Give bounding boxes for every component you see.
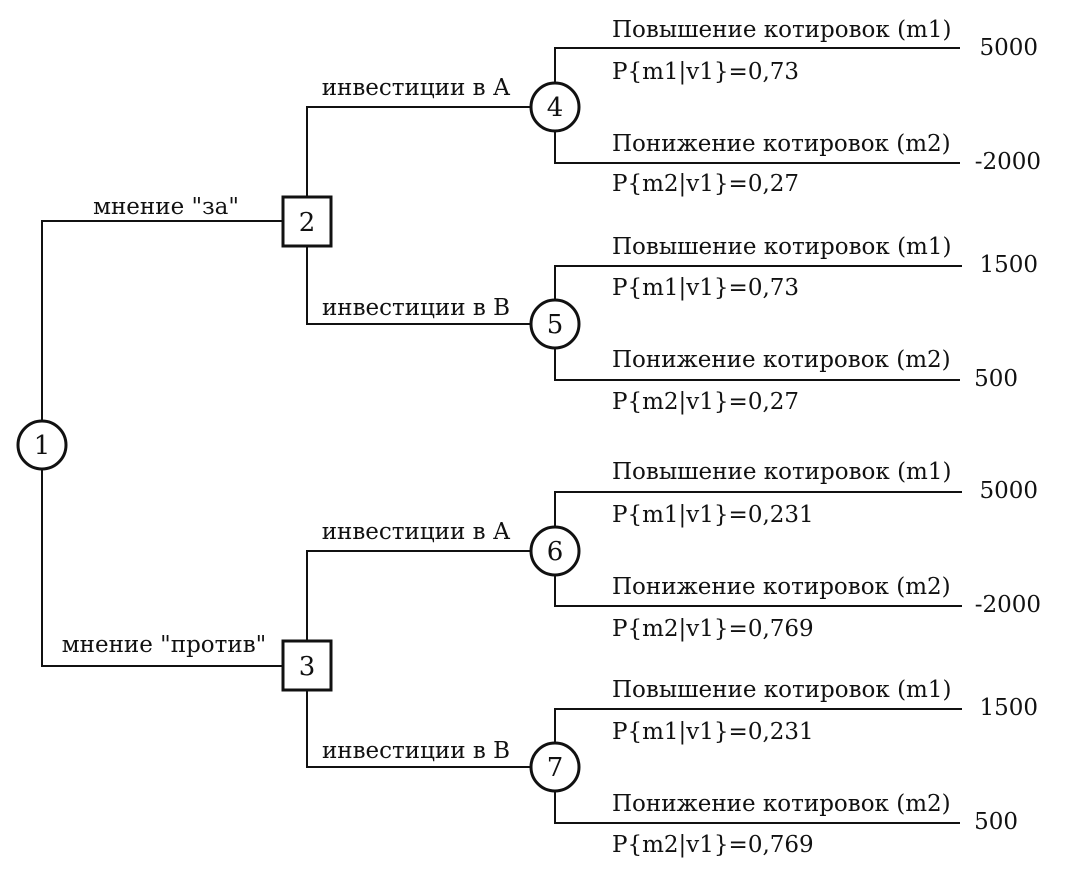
chance-node-7-label: 7 bbox=[547, 753, 564, 783]
outcome-up-label: Повышение котировок (m1) bbox=[612, 17, 951, 43]
edge-node-2-to-node-5 bbox=[306, 246, 532, 325]
outcome-down-probability: P{m2|v1}=0,769 bbox=[612, 616, 814, 642]
chance-node-1-label: 1 bbox=[34, 431, 51, 461]
edge-node-3-to-node-7 bbox=[306, 690, 532, 768]
outcome-up-value: 5000 bbox=[979, 478, 1038, 504]
outcome-up-probability: P{m1|v1}=0,73 bbox=[612, 275, 799, 301]
outcome-up-value: 1500 bbox=[979, 695, 1038, 721]
edge-node-5-down bbox=[554, 348, 960, 381]
outcome-down-probability: P{m2|v1}=0,27 bbox=[612, 171, 799, 197]
edge-root-to-node-3 bbox=[41, 469, 283, 667]
outcome-down-probability: P{m2|v1}=0,769 bbox=[612, 832, 814, 858]
outcome-down-probability: P{m2|v1}=0,27 bbox=[612, 389, 799, 415]
outcome-up-label: Повышение котировок (m1) bbox=[612, 677, 951, 703]
edge-node-2-to-node-4 bbox=[306, 106, 532, 197]
chance-node-4-label: 4 bbox=[547, 93, 564, 123]
decision-node-3-box bbox=[281, 639, 333, 692]
chance-node-1: 1 bbox=[16, 419, 68, 471]
branch-label-invest-b-bottom: инвестиции в В bbox=[322, 738, 510, 764]
outcome-down-value: 500 bbox=[974, 809, 1018, 835]
outcome-down-value: -2000 bbox=[975, 592, 1041, 618]
chance-node-6-circle bbox=[529, 525, 581, 577]
edge-node-3-to-node-6 bbox=[306, 550, 532, 641]
outcome-up-probability: P{m1|v1}=0,231 bbox=[612, 719, 814, 745]
chance-node-5-label: 5 bbox=[547, 310, 564, 340]
branch-label-invest-a-bottom: инвестиции в А bbox=[322, 519, 511, 545]
chance-node-5: 5 bbox=[529, 298, 581, 350]
chance-node-1-circle bbox=[16, 419, 68, 471]
branch-label-invest-b-top: инвестиции в В bbox=[322, 295, 510, 321]
outcome-up-label: Повышение котировок (m1) bbox=[612, 234, 951, 260]
outcome-up-value: 5000 bbox=[979, 35, 1038, 61]
outcome-down-label: Понижение котировок (m2) bbox=[612, 347, 951, 373]
edge-node-7-down bbox=[554, 791, 960, 824]
outcome-up-value: 1500 bbox=[979, 252, 1038, 278]
outcome-down-label: Понижение котировок (m2) bbox=[612, 791, 951, 817]
edge-node-4-down bbox=[554, 131, 960, 164]
chance-node-4: 4 bbox=[529, 81, 581, 133]
decision-node-3-label: 3 bbox=[299, 652, 316, 682]
outcome-up-probability: P{m1|v1}=0,73 bbox=[612, 59, 799, 85]
chance-node-6-label: 6 bbox=[547, 537, 564, 567]
branch-label-invest-a-top: инвестиции в А bbox=[322, 75, 511, 101]
chance-node-6: 6 bbox=[529, 525, 581, 577]
branch-label-opinion-against: мнение "против" bbox=[62, 632, 266, 658]
decision-node-3: 3 bbox=[281, 639, 333, 692]
edge-node-5-up bbox=[554, 265, 962, 300]
outcome-down-label: Понижение котировок (m2) bbox=[612, 574, 951, 600]
decision-node-2-label: 2 bbox=[299, 208, 316, 238]
chance-node-5-circle bbox=[529, 298, 581, 350]
outcome-down-value: 500 bbox=[974, 366, 1018, 392]
edge-root-to-node-2 bbox=[41, 220, 283, 421]
edge-node-6-down bbox=[554, 575, 962, 607]
outcome-down-value: -2000 bbox=[975, 149, 1041, 175]
edge-node-7-up bbox=[554, 708, 962, 743]
chance-node-7-circle bbox=[529, 741, 581, 793]
outcome-up-label: Повышение котировок (m1) bbox=[612, 459, 951, 485]
edge-node-6-up bbox=[554, 491, 962, 527]
decision-node-2: 2 bbox=[281, 195, 333, 248]
outcome-down-label: Понижение котировок (m2) bbox=[612, 131, 951, 157]
decision-node-2-box bbox=[281, 195, 333, 248]
branch-label-opinion-for: мнение "за" bbox=[93, 194, 239, 220]
edge-node-4-up bbox=[554, 47, 960, 83]
outcome-up-probability: P{m1|v1}=0,231 bbox=[612, 502, 814, 528]
chance-node-7: 7 bbox=[529, 741, 581, 793]
chance-node-4-circle bbox=[529, 81, 581, 133]
